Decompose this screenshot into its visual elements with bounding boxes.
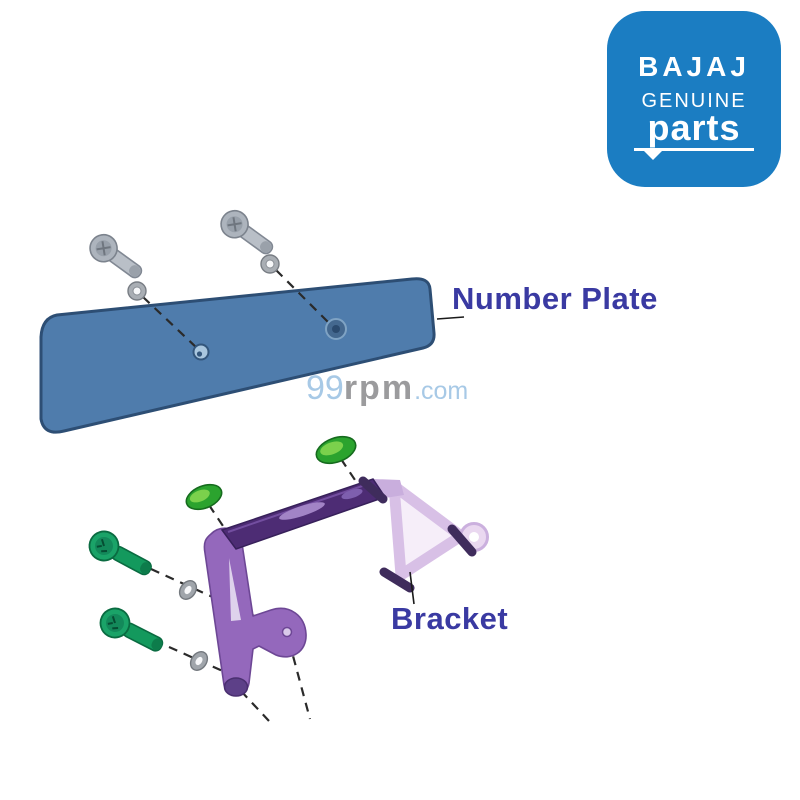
mount-bar-right — [447, 524, 477, 557]
bracket-label: Bracket — [391, 601, 509, 636]
mount-bars — [358, 476, 477, 593]
watermark-prefix: 99 — [306, 369, 344, 407]
watermark-suffix: .com — [414, 377, 469, 405]
washer-icon — [178, 580, 198, 600]
bolt-icon — [99, 607, 164, 652]
washer-icon — [127, 281, 147, 301]
watermark: 99rpm.com — [306, 369, 468, 408]
guide-line-lobe-down — [287, 640, 312, 720]
guide-line-foot-down — [240, 690, 270, 722]
damper-cap-icon — [315, 435, 357, 465]
logo-underline-arrow-icon — [634, 148, 754, 160]
logo-parts-text: parts — [647, 107, 741, 148]
damper-cap-icon — [185, 483, 223, 511]
arm-lobe-hole — [281, 626, 293, 638]
bolt-icon — [88, 530, 152, 576]
plate-hole-left — [192, 343, 210, 361]
screw-icon — [89, 233, 143, 279]
guide-line-damper-left — [208, 504, 228, 533]
arm-cutout — [229, 558, 241, 621]
screw-icon — [220, 209, 274, 255]
bracket-right-frame — [373, 479, 489, 581]
plate-hole-right — [325, 318, 347, 340]
logo-brand-text: BAJAJ — [638, 51, 750, 82]
watermark-mid: rpm — [343, 369, 415, 407]
logo-genuine-text: GENUINE — [641, 90, 747, 112]
arm-foot-tip — [223, 677, 249, 697]
mount-bar-top — [358, 476, 388, 504]
mount-bar-bottom — [379, 567, 415, 593]
bracket-leader-line — [409, 571, 415, 605]
number-plate-shape — [39, 277, 436, 434]
number-plate-leader-line — [436, 316, 465, 320]
washer-icon — [260, 254, 280, 274]
washer-icon — [189, 651, 209, 671]
number-plate-label: Number Plate — [452, 281, 658, 316]
bajaj-genuine-parts-logo: BAJAJ GENUINE parts — [607, 11, 781, 187]
bracket-top-bar — [220, 478, 387, 550]
guide-line-screw-right — [275, 269, 333, 327]
guide-line-screw-left — [142, 296, 199, 350]
